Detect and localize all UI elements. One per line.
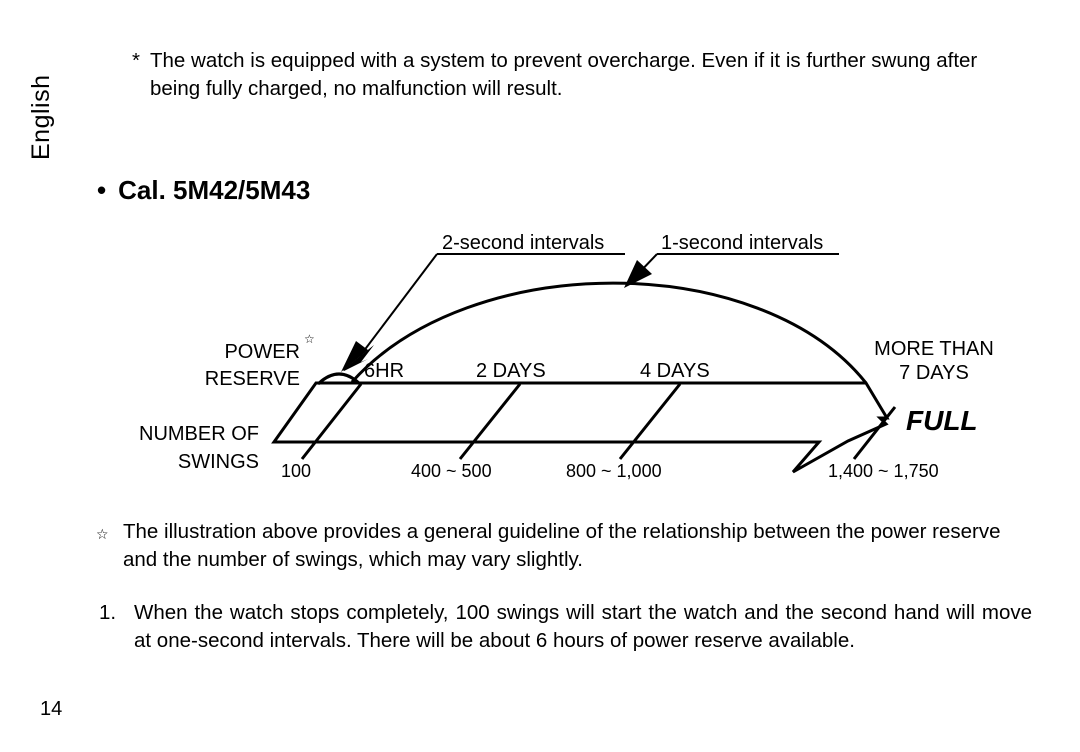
- page-number: 14: [40, 698, 63, 720]
- full-label: FULL: [906, 405, 978, 436]
- mark-4days: 4 DAYS: [640, 360, 710, 382]
- overcharge-note: * The watch is equipped with a system to…: [132, 47, 1032, 103]
- swings-label: SWINGS: [178, 451, 259, 473]
- list-item-1-number: 1.: [99, 601, 117, 624]
- asterisk-mark: *: [132, 49, 140, 72]
- reserve-label: RESERVE: [205, 368, 300, 390]
- swings-800-1000: 800 ~ 1,000: [566, 461, 662, 481]
- swings-100: 100: [281, 461, 311, 481]
- seven-days-label: 7 DAYS: [899, 362, 969, 384]
- section-heading: • Cal. 5M42/5M43: [97, 174, 310, 206]
- number-of-label: NUMBER OF: [139, 423, 259, 445]
- two-second-pointer-line: [359, 253, 438, 357]
- guideline-footnote: ☆ The illustration above provides a gene…: [96, 518, 1031, 574]
- bullet-icon: •: [97, 175, 107, 205]
- two-second-arrowhead: [343, 345, 374, 371]
- mark-6hr: 6HR: [364, 360, 404, 382]
- two-second-label: 2-second intervals: [442, 232, 604, 254]
- section-heading-text: Cal. 5M42/5M43: [118, 175, 311, 205]
- list-item-1-text: When the watch stops completely, 100 swi…: [134, 601, 1032, 652]
- tick-4days: [618, 383, 682, 460]
- power-star: ☆: [304, 332, 315, 346]
- one-second-arrowhead: [624, 260, 652, 288]
- mark-2days: 2 DAYS: [476, 360, 546, 382]
- six-hour-arc: [316, 372, 362, 386]
- tick-6hr: [300, 383, 363, 460]
- swings-1400-1750: 1,400 ~ 1,750: [828, 461, 939, 481]
- one-second-arc: [350, 281, 868, 384]
- swing-arrow-outline: [271, 381, 890, 474]
- more-than-label: MORE THAN: [874, 338, 994, 360]
- two-second-arrowhead-main: [341, 341, 368, 372]
- list-item-1: 1. When the watch stops completely, 100 …: [99, 599, 1032, 655]
- swings-400-500: 400 ~ 500: [411, 461, 492, 481]
- guideline-footnote-text: The illustration above provides a genera…: [123, 520, 1001, 571]
- star-icon: ☆: [96, 526, 109, 542]
- overcharge-note-text: The watch is equipped with a system to p…: [150, 49, 978, 100]
- power-label: POWER: [224, 341, 300, 363]
- one-second-label: 1-second intervals: [661, 232, 823, 254]
- tick-full: [852, 406, 897, 460]
- tick-2days: [458, 383, 522, 460]
